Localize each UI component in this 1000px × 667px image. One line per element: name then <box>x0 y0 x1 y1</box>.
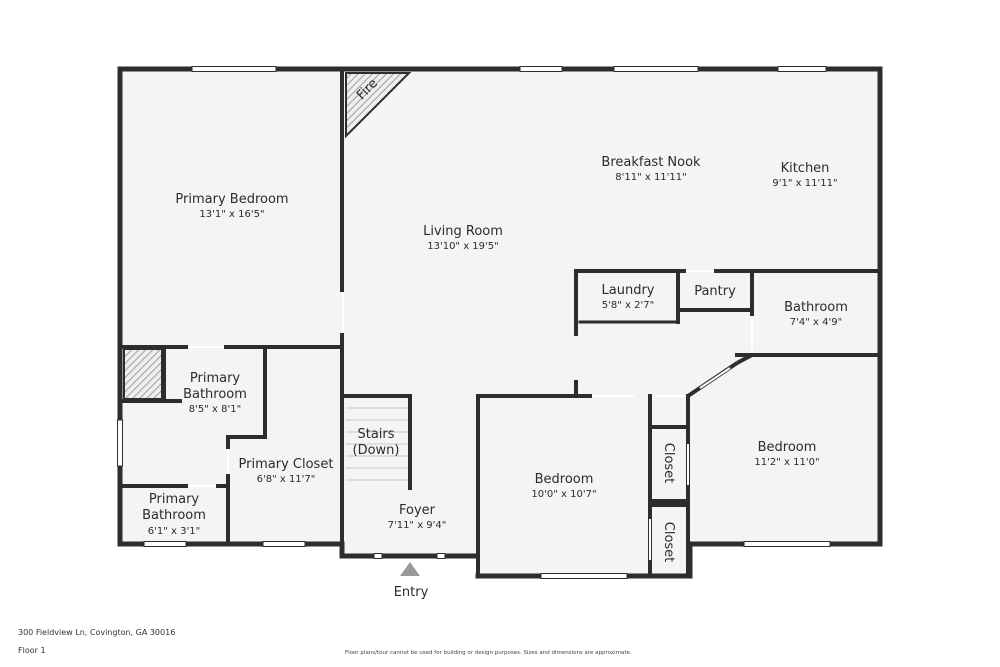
dim-primary-closet: 6'8" x 11'7" <box>257 474 316 485</box>
label-primary-bedroom: Primary Bedroom <box>175 192 288 207</box>
walls <box>117 66 883 579</box>
shaft-hatch <box>123 348 163 400</box>
label-bathroom: Bathroom <box>784 300 848 315</box>
entry-arrow-icon <box>400 562 420 576</box>
label-kitchen: Kitchen <box>781 161 830 176</box>
label-primary-bathroom-1-line2: Bathroom <box>183 387 247 402</box>
dim-breakfast-nook: 8'11" x 11'11" <box>615 172 687 183</box>
label-pantry: Pantry <box>694 284 736 299</box>
dim-primary-bathroom-1: 8'5" x 8'1" <box>189 404 241 415</box>
dim-bedroom-2: 11'2" x 11'0" <box>754 457 819 468</box>
dim-living-room: 13'10" x 19'5" <box>427 241 499 252</box>
windows <box>117 66 831 579</box>
label-closet-2: Closet <box>661 522 676 563</box>
stair-treads <box>346 407 408 481</box>
dim-laundry: 5'8" x 2'7" <box>602 300 654 311</box>
fireplace <box>345 72 412 139</box>
diagonal-wall <box>686 353 753 398</box>
dim-bathroom: 7'4" x 4'9" <box>790 317 842 328</box>
floor-area <box>120 69 880 576</box>
label-stairs-line2: (Down) <box>353 443 400 458</box>
footer-floor: Floor 1 <box>18 646 46 655</box>
dim-primary-bathroom-2: 6'1" x 3'1" <box>148 526 200 537</box>
label-entry: Entry <box>394 585 429 600</box>
label-stairs-line1: Stairs <box>357 427 394 442</box>
dim-primary-bedroom: 13'1" x 16'5" <box>199 209 264 220</box>
label-bedroom-2: Bedroom <box>758 440 817 455</box>
label-closet-1: Closet <box>661 443 676 484</box>
label-breakfast-nook: Breakfast Nook <box>601 155 701 170</box>
footer-disclaimer: Floor plans/tour cannot be used for buil… <box>345 650 632 656</box>
label-primary-closet: Primary Closet <box>239 457 334 472</box>
dim-bedroom-1: 10'0" x 10'7" <box>531 489 596 500</box>
label-primary-bathroom-1-line1: Primary <box>190 371 241 386</box>
dim-kitchen: 9'1" x 11'11" <box>772 178 837 189</box>
openings <box>188 270 753 560</box>
label-primary-bathroom-2-line2: Bathroom <box>142 508 206 523</box>
label-bedroom-1: Bedroom <box>535 472 594 487</box>
label-primary-bathroom-2-line1: Primary <box>149 492 200 507</box>
label-foyer: Foyer <box>399 503 436 518</box>
label-living-room: Living Room <box>423 224 503 239</box>
label-laundry: Laundry <box>602 283 655 298</box>
footer-address: 300 Fieldview Ln, Covington, GA 30016 <box>18 628 176 637</box>
dim-foyer: 7'11" x 9'4" <box>388 520 447 531</box>
